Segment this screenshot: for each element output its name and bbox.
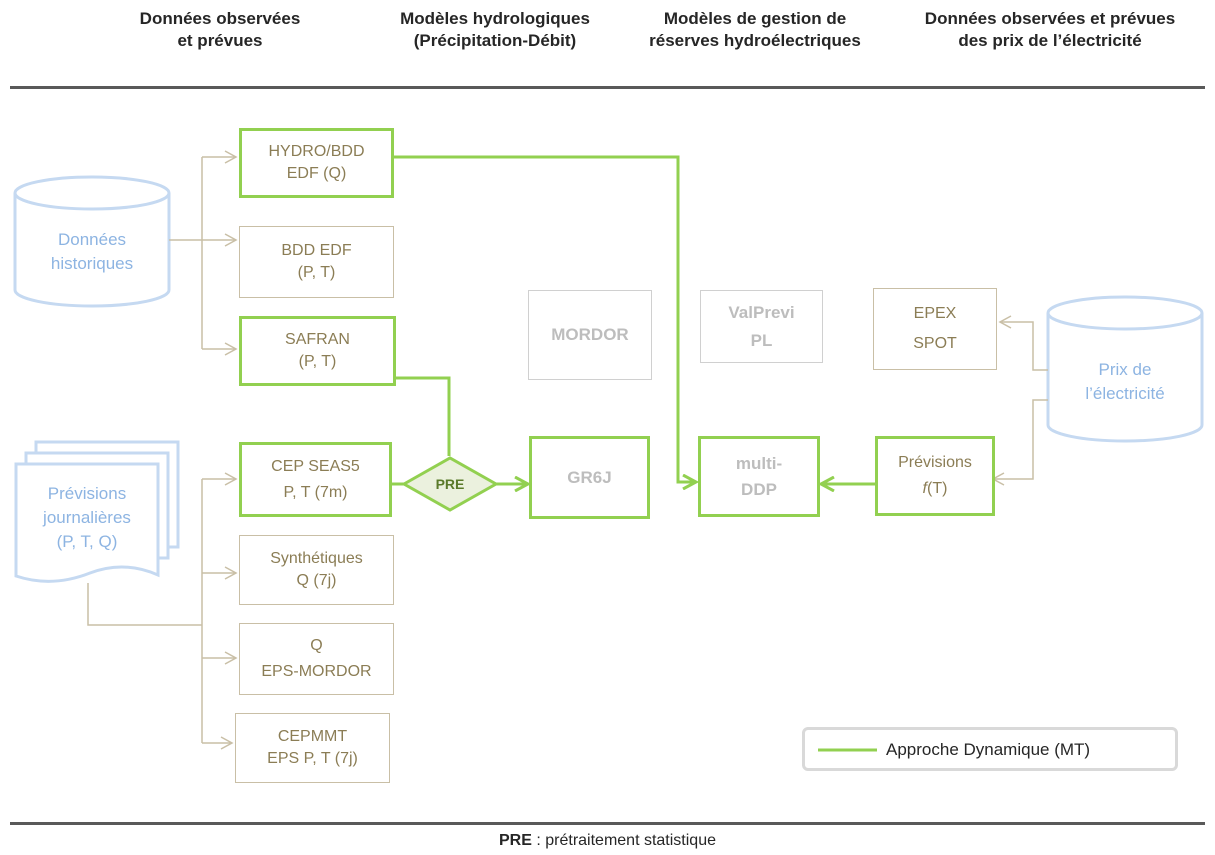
node-synthetiques: Synthétiques Q (7j)	[239, 535, 394, 605]
price-data-label-line1: Prix de	[1098, 360, 1152, 379]
bottom-rule	[10, 822, 1205, 825]
node-bdd-edf-line2: (P, T)	[297, 264, 336, 281]
node-synthetiques-line2: Q (7j)	[296, 572, 337, 589]
node-safran-line2: (P, T)	[298, 353, 337, 370]
pre-label: PRE	[435, 476, 465, 492]
top-rule	[10, 86, 1205, 89]
footer-bold: PRE	[499, 832, 532, 849]
node-valprevi-line2: PL	[750, 330, 773, 350]
node-safran: SAFRAN (P, T)	[239, 316, 396, 386]
database-price-shape	[1046, 295, 1204, 443]
node-previsions-arg: (T)	[927, 480, 948, 497]
forecast-docs-label-line1: Prévisions	[47, 484, 127, 503]
forecast-docs-label: Prévisions journalières (P, T, Q)	[16, 482, 158, 554]
historical-data-label-line1: Données	[57, 230, 127, 249]
footer-note: PRE : prétraitement statistique	[0, 832, 1215, 850]
node-previsions-line2: f(T)	[923, 478, 948, 500]
node-synthetiques-line1: Synthétiques	[270, 550, 363, 567]
header-hydrological-models: Modèles hydrologiques (Précipitation-Déb…	[400, 9, 590, 50]
node-gr6j-label: GR6J	[567, 467, 612, 487]
node-mordor: MORDOR	[528, 290, 652, 380]
header-observed-data: Données observées et prévues	[139, 9, 301, 50]
node-epex-spot: EPEX SPOT	[873, 288, 997, 370]
footer-text: : prétraitement statistique	[531, 832, 716, 849]
price-data-label-line2: l’électricité	[1085, 384, 1165, 403]
legend-box	[802, 727, 1178, 771]
legend-label: Approche Dynamique (MT)	[886, 740, 1091, 759]
node-cep-seas5-line1: CEP SEAS5	[271, 457, 360, 475]
node-hydro-bdd: HYDRO/BDD EDF (Q)	[239, 128, 394, 198]
node-cepmmt: CEPMMT EPS P, T (7j)	[235, 713, 390, 783]
node-previsions: Prévisions f(T)	[875, 436, 995, 516]
historical-data-label: Données historiques	[15, 228, 169, 276]
node-hydro-bdd-line1: HYDRO/BDD	[268, 143, 365, 160]
node-eps-mordor-line2: EPS-MORDOR	[261, 663, 372, 680]
database-historical-shape	[13, 175, 171, 308]
node-epex-line1: EPEX	[913, 305, 957, 322]
node-bdd-edf-line1: BDD EDF	[281, 242, 352, 259]
node-bdd-edf: BDD EDF (P, T)	[239, 226, 394, 298]
node-safran-line1: SAFRAN	[285, 331, 350, 348]
historical-data-label-line2: historiques	[50, 254, 134, 273]
node-eps-mordor: Q EPS-MORDOR	[239, 623, 394, 695]
node-valprevi: ValPrevi PL	[700, 290, 823, 363]
forecast-docs-label-line3: (P, T, Q)	[56, 532, 118, 551]
node-multi-ddp-line2: DDP	[741, 479, 777, 499]
node-hydro-bdd-line2: EDF (Q)	[286, 165, 347, 182]
header-price-data: Données observées et prévues des prix de…	[924, 9, 1176, 50]
pre-diamond-shape	[400, 456, 500, 512]
header-reserve-models: Modèles de gestion de réserves hydroélec…	[649, 9, 861, 50]
node-gr6j: GR6J	[529, 436, 650, 519]
node-cep-seas5-line2: P, T (7m)	[283, 483, 348, 501]
node-multi-ddp: multi- DDP	[698, 436, 820, 517]
price-data-label: Prix de l’électricité	[1048, 358, 1202, 406]
node-cep-seas5: CEP SEAS5 P, T (7m)	[239, 442, 392, 517]
node-cepmmt-line1: CEPMMT	[277, 728, 348, 745]
documents-forecast-shape	[14, 440, 180, 583]
node-cepmmt-line2: EPS P, T (7j)	[267, 750, 358, 767]
node-epex-line2: SPOT	[913, 335, 957, 352]
forecast-docs-label-line2: journalières	[43, 508, 131, 527]
node-multi-ddp-line1: multi-	[735, 453, 783, 473]
node-previsions-line1: Prévisions	[898, 454, 972, 471]
node-valprevi-line1: ValPrevi	[728, 302, 795, 322]
node-mordor-label: MORDOR	[551, 325, 629, 344]
node-previsions-f: f	[922, 480, 927, 497]
node-eps-mordor-line1: Q	[310, 637, 323, 654]
